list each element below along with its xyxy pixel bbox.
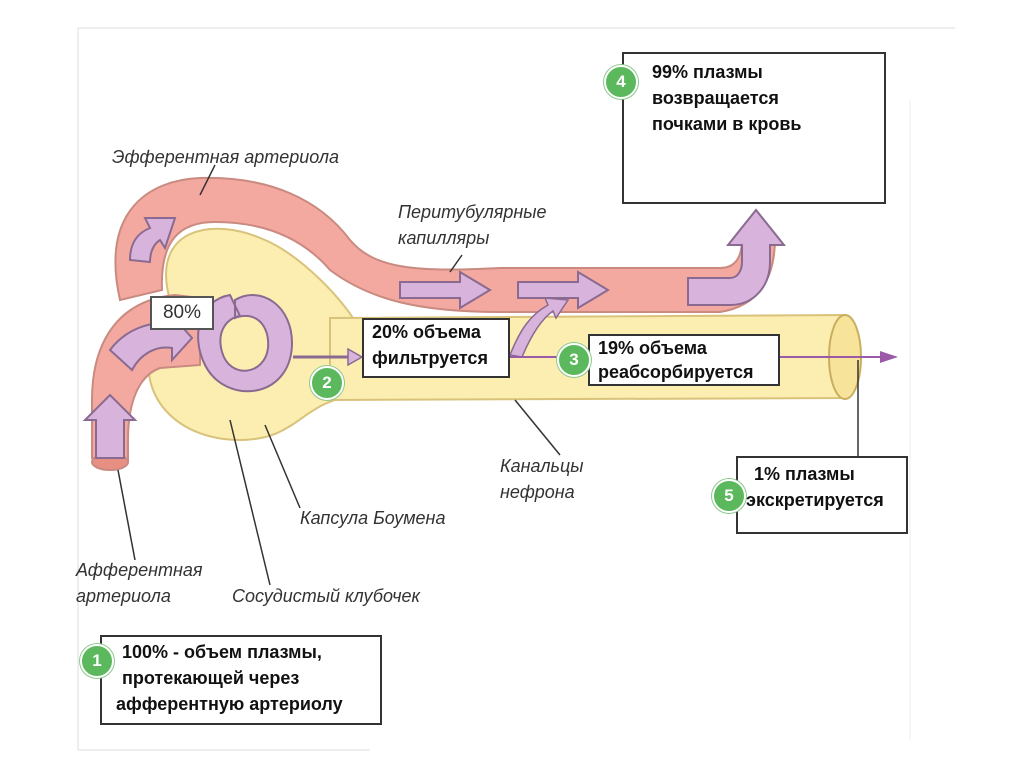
percent-80-label: 80% <box>150 296 214 330</box>
afferent-leader <box>117 469 136 561</box>
step-4-line-3: почками в кровь <box>652 114 802 134</box>
step-1-line-1: 100% - объем плазмы, <box>122 642 322 662</box>
label-efferent: Эфферентная артериола <box>112 147 340 167</box>
step-1-badge: 1 <box>80 644 114 678</box>
step-2-line-2: фильтруется <box>372 348 488 368</box>
filtration-arrowhead <box>347 347 364 367</box>
step-4-line-2: возвращается <box>652 88 779 108</box>
excretion-arrowhead <box>880 351 898 363</box>
label-bowman: Капсула Боумена <box>300 508 446 528</box>
tubules-leader <box>514 399 561 456</box>
step-1-box <box>100 635 382 725</box>
label-tubules-2: нефрона <box>500 482 575 502</box>
step-2-badge: 2 <box>310 366 344 400</box>
label-afferent-2: артериола <box>76 586 171 606</box>
label-afferent-1: Афферентная <box>76 560 203 580</box>
glomerulus-leader <box>229 419 271 586</box>
step-1-line-3: афферентную артериолу <box>116 694 343 714</box>
reabsorption-arrow <box>508 297 570 358</box>
step-4-box <box>622 52 886 204</box>
step-5-badge: 5 <box>712 479 746 513</box>
step-2-box <box>362 318 510 378</box>
capillary-arrow-2 <box>517 270 610 310</box>
capillary-arrow-1 <box>399 270 492 310</box>
glomerulus-coil <box>197 293 294 393</box>
afferent-arrow <box>82 393 138 459</box>
label-peritubular-2: капилляры <box>398 228 490 248</box>
label-tubules-1: Канальцы <box>500 456 584 476</box>
step-3-line-2: реабсорбируется <box>598 362 754 382</box>
label-peritubular-1: Перитубулярные <box>398 202 547 222</box>
step-4-badge: 4 <box>604 65 638 99</box>
step-1-line-2: протекающей через <box>122 668 300 688</box>
step-5-line-1: 1% плазмы <box>754 464 855 484</box>
return-arrow <box>687 208 787 306</box>
step-3-line-1: 19% объема <box>598 338 707 358</box>
step-4-line-1: 99% плазмы <box>652 62 763 82</box>
efferent-leader <box>199 164 216 196</box>
step-5-box <box>736 456 908 534</box>
bowman-leader <box>264 424 301 509</box>
step-2-line-1: 20% объема <box>372 322 481 342</box>
peritubular-leader <box>449 254 463 273</box>
efferent-up-arrow <box>128 217 177 264</box>
label-glomerulus: Сосудистый клубочек <box>232 586 421 606</box>
step-5-line-2: экскретируется <box>746 490 884 510</box>
step-3-badge: 3 <box>557 343 591 377</box>
